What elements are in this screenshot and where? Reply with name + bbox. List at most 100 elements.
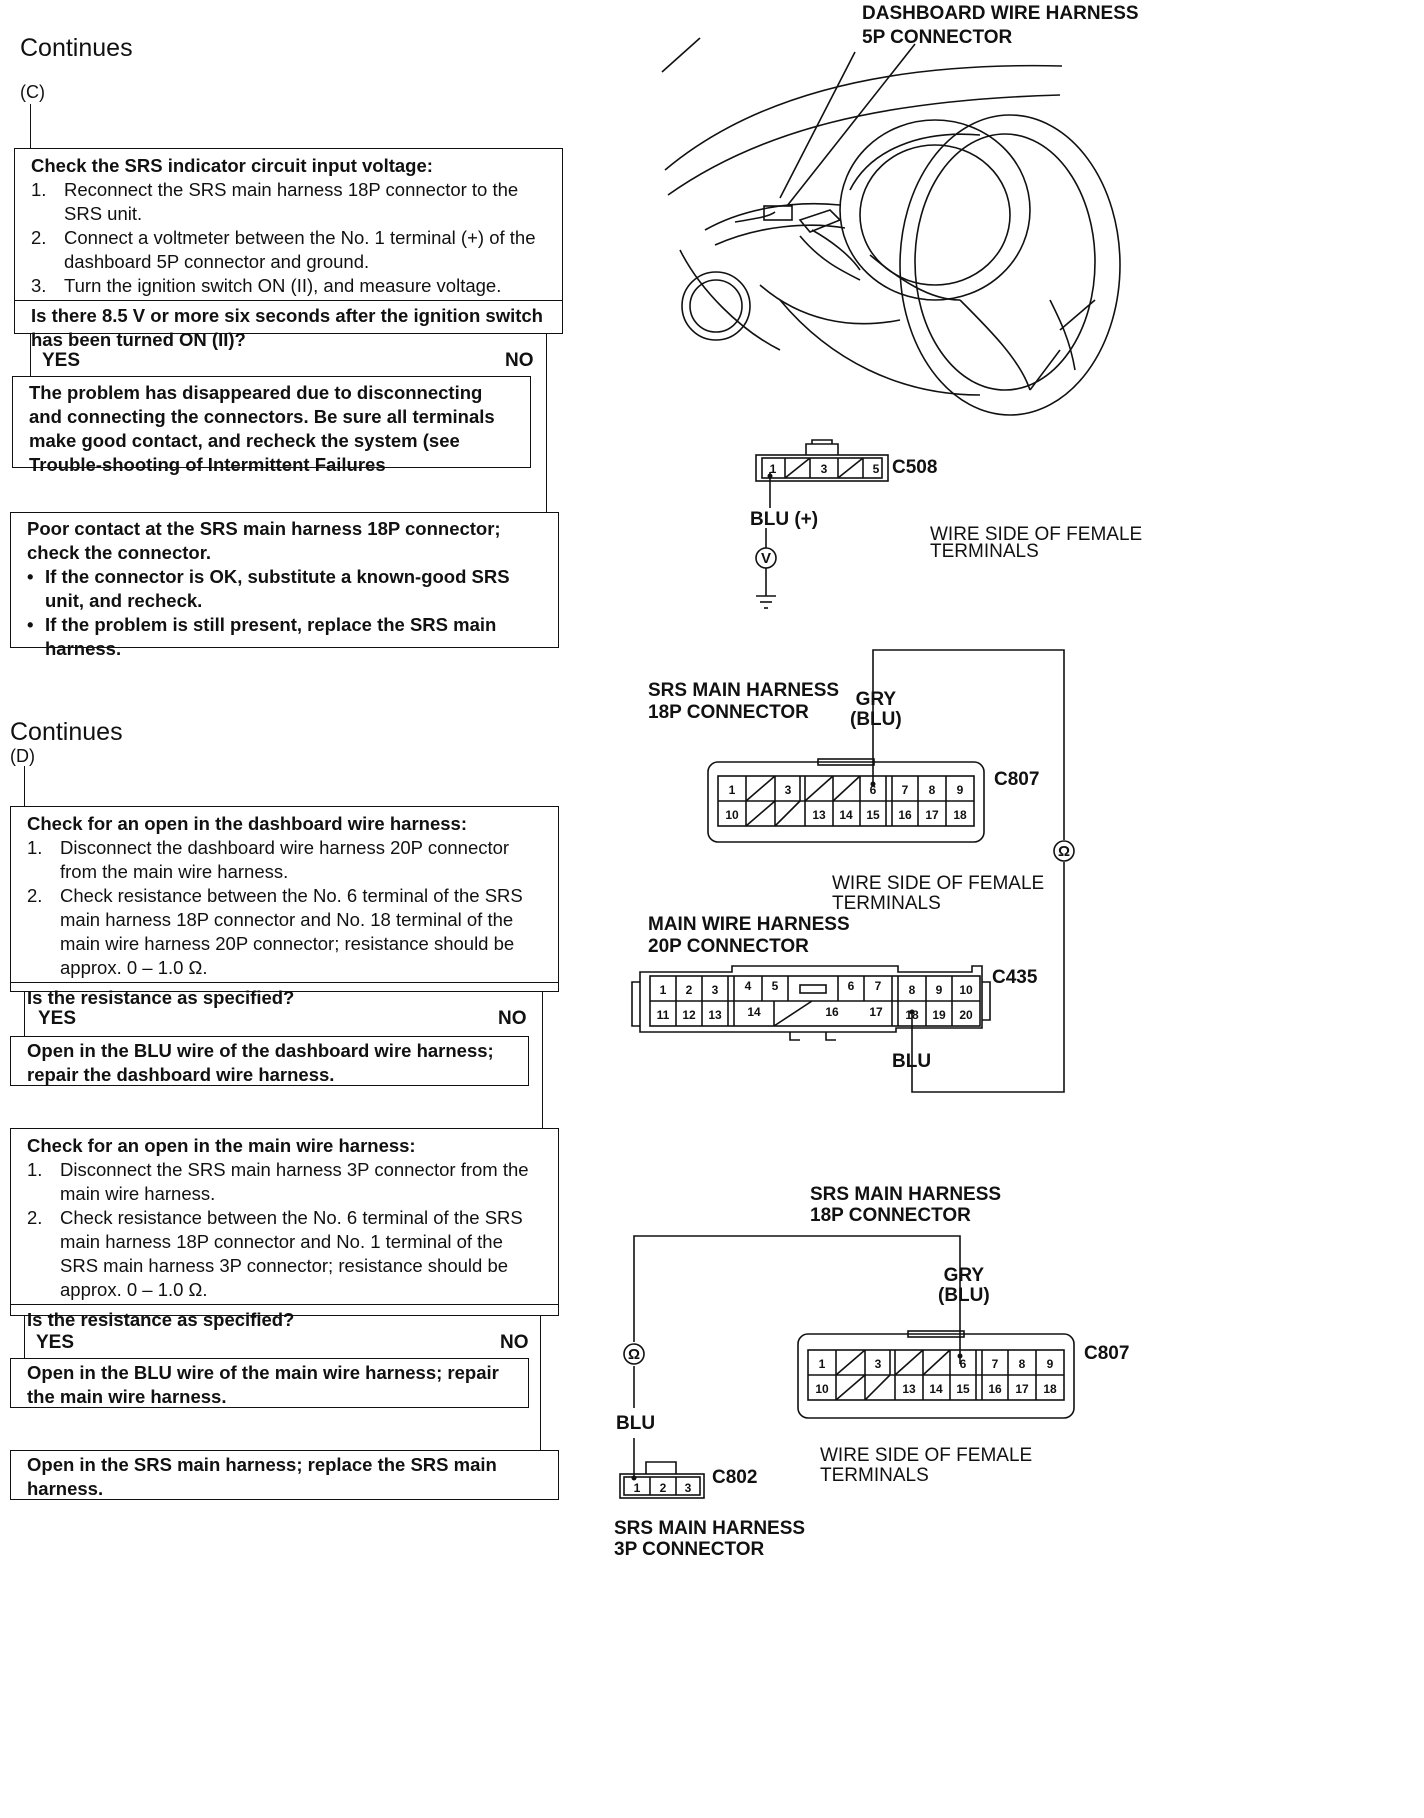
pin-label: 16 bbox=[898, 808, 912, 822]
pin-label: 8 bbox=[1019, 1357, 1026, 1371]
open-blu-main-box: Open in the BLU wire of the main wire ha… bbox=[10, 1358, 529, 1408]
yes-line bbox=[24, 1316, 25, 1360]
yes-label: YES bbox=[42, 350, 81, 371]
step-item: 2.Check resistance between the No. 6 ter… bbox=[27, 885, 523, 978]
step-item: 1.Disconnect the SRS main harness 3P con… bbox=[27, 1159, 529, 1204]
bullet-item: •If the problem is still present, replac… bbox=[27, 614, 497, 659]
pin-label: 11 bbox=[657, 1008, 670, 1022]
pin-label: 1 bbox=[819, 1357, 826, 1371]
pin-label: 17 bbox=[869, 1005, 883, 1019]
ohmmeter-icon bbox=[1053, 840, 1075, 862]
box-question: Is there 8.5 V or more six seconds after… bbox=[15, 300, 562, 356]
pin-label: 3 bbox=[875, 1357, 882, 1371]
open-srs-main-box: Open in the SRS main harness; replace th… bbox=[10, 1450, 559, 1500]
pin-label: 5 bbox=[772, 979, 779, 993]
steering-wheel-illustration bbox=[661, 37, 1121, 416]
gry-blu-label-a: GRY(BLU) bbox=[850, 689, 902, 730]
open-blu-dashboard-box: Open in the BLU wire of the dashboard wi… bbox=[10, 1036, 529, 1086]
step-item: 1.Disconnect the dashboard wire harness … bbox=[27, 837, 510, 882]
pin-label: 8 bbox=[909, 983, 916, 997]
pin-label: 16 bbox=[988, 1382, 1002, 1396]
pin-label: 14 bbox=[929, 1382, 943, 1396]
pin-label: 3 bbox=[712, 983, 719, 997]
no-line bbox=[540, 1316, 541, 1450]
pin-label: 6 bbox=[848, 979, 855, 993]
c508-connector bbox=[755, 439, 889, 482]
pin-label: 17 bbox=[925, 808, 939, 822]
box-heading: Check the SRS indicator circuit input vo… bbox=[31, 155, 433, 176]
step-item: 2.Connect a voltmeter between the No. 1 … bbox=[31, 227, 536, 272]
pin-label: 7 bbox=[992, 1357, 999, 1371]
pin-label: 3 bbox=[685, 1481, 692, 1495]
yes-line bbox=[30, 334, 31, 378]
pin-label: 12 bbox=[682, 1008, 696, 1022]
pin-label: 1 bbox=[660, 983, 667, 997]
pin-label: 10 bbox=[815, 1382, 829, 1396]
leader-line bbox=[779, 51, 856, 199]
flow-line bbox=[30, 104, 31, 150]
pin-label: 18 bbox=[953, 808, 967, 822]
pin-label: 3 bbox=[821, 462, 828, 476]
pin-label: 9 bbox=[936, 983, 943, 997]
ohmmeter-icon bbox=[623, 1343, 645, 1365]
pin-label: 2 bbox=[660, 1481, 667, 1495]
pin-label: 13 bbox=[902, 1382, 916, 1396]
flow-line bbox=[24, 766, 25, 808]
c508-label: C508 bbox=[892, 457, 938, 478]
continues-c-label: Continues bbox=[20, 34, 133, 62]
c807-connector-a bbox=[707, 758, 985, 843]
voltmeter-label: V bbox=[761, 550, 771, 567]
step-d-label: (D) bbox=[10, 746, 35, 766]
no-label: NO bbox=[500, 1332, 529, 1353]
ohm-label: Ω bbox=[1058, 843, 1070, 860]
c807-label-b: C807 bbox=[1084, 1343, 1130, 1364]
pin-label: 13 bbox=[708, 1008, 722, 1022]
step-item: 2.Check resistance between the No. 6 ter… bbox=[27, 1207, 523, 1300]
step-c-label: (C) bbox=[20, 82, 45, 102]
pin-label: 9 bbox=[1047, 1357, 1054, 1371]
pin-label: 16 bbox=[825, 1005, 839, 1019]
yes-label: YES bbox=[36, 1332, 75, 1353]
pin-label: 17 bbox=[1015, 1382, 1029, 1396]
pin-label: 10 bbox=[959, 983, 973, 997]
pin-label: 1 bbox=[634, 1481, 641, 1495]
yes-label: YES bbox=[38, 1008, 77, 1029]
step-item: 3.Turn the ignition switch ON (II), and … bbox=[31, 275, 502, 296]
bullet-item: •If the connector is OK, substitute a kn… bbox=[27, 566, 510, 611]
pin-label: 4 bbox=[745, 979, 752, 993]
pin-label: 7 bbox=[875, 979, 882, 993]
step-item: 1.Reconnect the SRS main harness 18P con… bbox=[31, 179, 519, 224]
pin-label: 1 bbox=[729, 783, 736, 797]
ohm-label: Ω bbox=[628, 1346, 640, 1363]
no-line bbox=[546, 334, 547, 514]
pin-label: 14 bbox=[839, 808, 853, 822]
blu-label-c: BLU bbox=[616, 1413, 656, 1434]
pin-label: 7 bbox=[902, 783, 909, 797]
problem-disappeared-box: The problem has disappeared due to disco… bbox=[12, 376, 531, 475]
continues-d-label: Continues bbox=[10, 718, 123, 746]
no-label: NO bbox=[505, 350, 534, 371]
c802-connector bbox=[619, 1461, 705, 1499]
pin-label: 9 bbox=[957, 783, 964, 797]
terminal-dots bbox=[631, 473, 963, 1481]
pin-label: 8 bbox=[929, 783, 936, 797]
pin-label: 10 bbox=[725, 808, 739, 822]
pin-label: 13 bbox=[812, 808, 826, 822]
check-indicator-voltage-box: Check the SRS indicator circuit input vo… bbox=[14, 148, 563, 350]
yes-line bbox=[24, 992, 25, 1038]
gry-blu-label-b: GRY(BLU) bbox=[938, 1265, 990, 1306]
pin-label: 15 bbox=[866, 808, 880, 822]
check-main-harness-box: Check for an open in the main wire harne… bbox=[10, 1128, 559, 1330]
pin-label: 19 bbox=[932, 1008, 946, 1022]
blu-plus-label: BLU (+) bbox=[750, 509, 819, 530]
pin-label: 1 bbox=[770, 462, 777, 476]
blu-label-b: BLU bbox=[892, 1051, 932, 1072]
no-line bbox=[542, 992, 543, 1130]
